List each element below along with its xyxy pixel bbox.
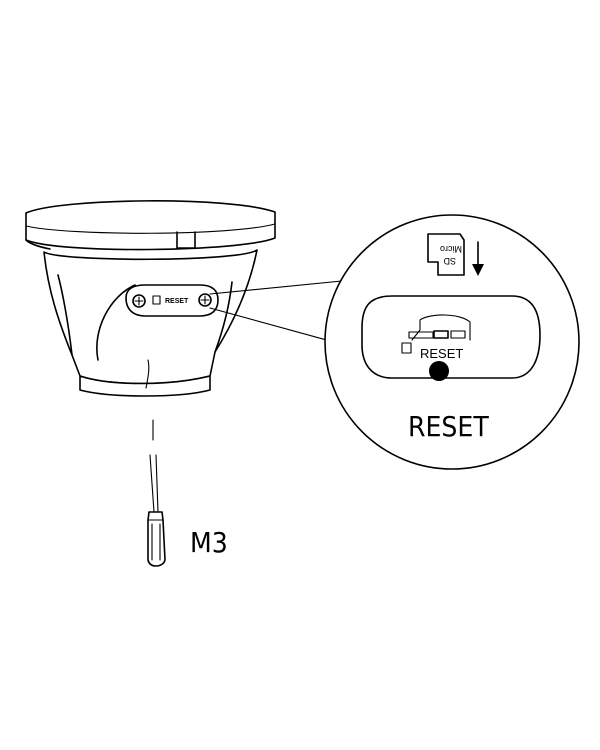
panel-reset-label: RESET (420, 346, 463, 361)
insert-arrow-icon (472, 241, 484, 276)
sd-card-line2: Micro (440, 244, 462, 254)
screwdriver: M3 (147, 419, 228, 567)
dome-camera: RESET (25, 200, 276, 397)
screwdriver-label: M3 (190, 526, 228, 559)
micro-sd-card: SD Micro (427, 233, 465, 276)
camera-reset-label: RESET (165, 298, 189, 305)
reset-button[interactable] (429, 361, 449, 381)
camera-reset-panel: RESET (125, 284, 219, 317)
magnified-reset-panel: RESET (361, 295, 541, 381)
camera-base-plate (25, 200, 276, 251)
magnified-callout: SD Micro RESET RESET (324, 214, 580, 470)
sd-card-line1: SD (443, 256, 456, 266)
reset-callout-label: RESET (408, 410, 489, 443)
